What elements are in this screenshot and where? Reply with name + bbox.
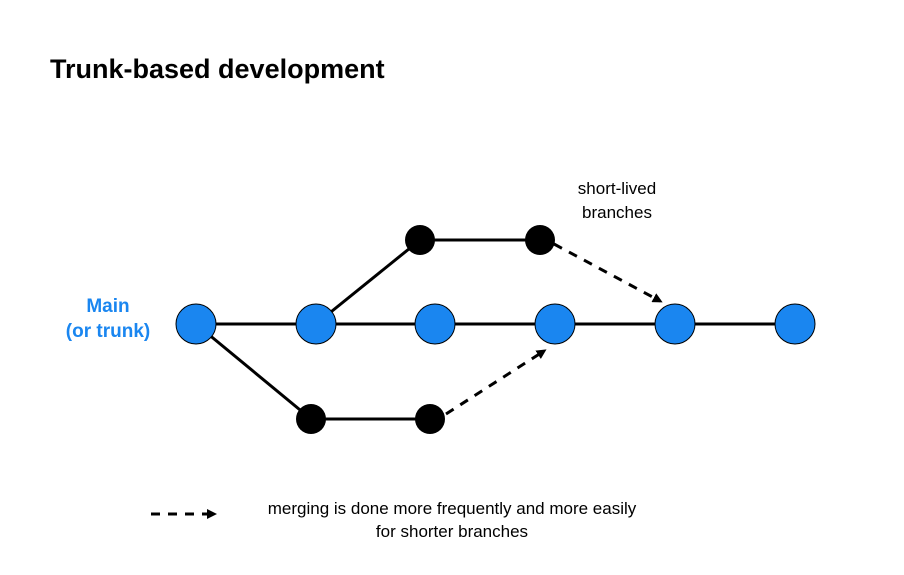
- trunk-node: [534, 303, 576, 345]
- trunk-label-line2: (or trunk): [65, 321, 151, 342]
- trunk-label-line1: Main: [86, 296, 130, 317]
- trunk-node: [654, 303, 696, 345]
- branch-node: [525, 225, 555, 255]
- branch-node: [405, 225, 435, 255]
- branches-annotation-line1: short-lived: [577, 179, 657, 198]
- lower-merge-arrow: [445, 349, 547, 416]
- upper-merge-arrow: [553, 242, 663, 303]
- legend-caption-line2: for shorter branches: [375, 522, 529, 541]
- trunk-node: [414, 303, 456, 345]
- branches-annotation: short-lived branches: [554, 177, 680, 225]
- legend-caption: merging is done more frequently and more…: [228, 497, 676, 543]
- trunk-node: [295, 303, 337, 345]
- branches-annotation-line2: branches: [582, 203, 652, 222]
- trunk-node: [175, 303, 217, 345]
- upper-branch-out-edge: [315, 238, 421, 326]
- legend-caption-line1: merging is done more frequently and more…: [267, 499, 637, 518]
- branch-node: [415, 404, 445, 434]
- diagram-title: Trunk-based development: [50, 54, 385, 84]
- trunk-node: [774, 303, 816, 345]
- branch-node: [296, 404, 326, 434]
- trunk-label: Main (or trunk): [50, 294, 166, 344]
- lower-branch-out-edge: [195, 322, 312, 421]
